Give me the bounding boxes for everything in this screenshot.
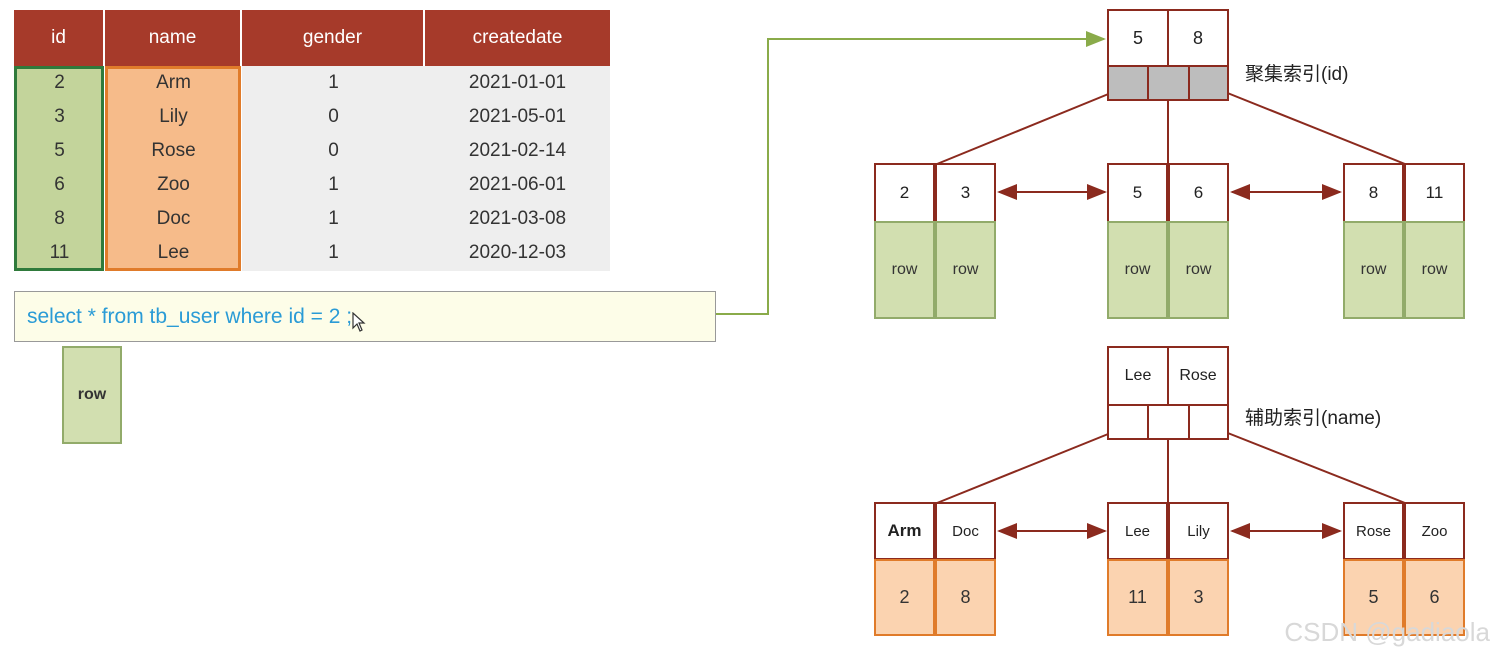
leaf-key: 3 xyxy=(935,163,996,223)
cell-createdate: 2021-01-01 xyxy=(468,72,567,93)
cell-id: 6 xyxy=(54,174,65,195)
secondary-edge-right xyxy=(1209,425,1406,504)
cell-name: Lee xyxy=(157,242,190,263)
cell-name: Rose xyxy=(151,140,196,161)
root-pointer xyxy=(1188,65,1229,101)
mouse-cursor-icon xyxy=(352,311,366,337)
cell-createdate: 2021-03-08 xyxy=(468,208,567,229)
leaf-id: 6 xyxy=(1404,559,1465,636)
leaf-key: Doc xyxy=(935,502,996,560)
query-to-index-arrow xyxy=(716,31,1106,315)
secondary-index-label: 辅助索引(name) xyxy=(1245,408,1382,429)
root-pointer xyxy=(1147,404,1190,440)
cell-gender: 1 xyxy=(328,174,339,195)
sql-query-text: select * from tb_user where id = 2 ; xyxy=(27,304,353,328)
name-column-highlight xyxy=(105,66,241,271)
leaf-row: row xyxy=(874,221,935,319)
id-column-highlight xyxy=(14,66,104,271)
leaf-key: 6 xyxy=(1168,163,1229,223)
header-gender: gender xyxy=(242,10,425,66)
cell-gender: 1 xyxy=(328,208,339,229)
table-body-bg xyxy=(242,66,610,271)
clustered-edge-left xyxy=(936,85,1129,165)
leaf-key: 8 xyxy=(1343,163,1404,223)
cell-name: Doc xyxy=(156,208,191,229)
cell-id: 8 xyxy=(54,208,65,229)
root-key: Lee xyxy=(1107,346,1169,406)
leaf-key: Lily xyxy=(1168,502,1229,560)
leaf-key: 2 xyxy=(874,163,935,223)
leaf-id: 3 xyxy=(1168,559,1229,636)
cell-createdate: 2021-05-01 xyxy=(468,106,567,127)
cell-createdate: 2021-02-14 xyxy=(468,140,567,161)
root-pointer xyxy=(1188,404,1229,440)
leaf-key: Zoo xyxy=(1404,502,1465,560)
cell-gender: 0 xyxy=(328,140,339,161)
cell-gender: 0 xyxy=(328,106,339,127)
header-id: id xyxy=(14,10,105,66)
leaf-id: 5 xyxy=(1343,559,1404,636)
leaf-row: row xyxy=(1107,221,1168,319)
cell-name: Arm xyxy=(156,72,191,93)
root-key: Rose xyxy=(1167,346,1229,406)
cell-name: Lily xyxy=(159,106,188,127)
cell-name: Zoo xyxy=(157,174,190,195)
root-pointer xyxy=(1147,65,1190,101)
cell-id: 5 xyxy=(54,140,65,161)
sql-query-box: select * from tb_user where id = 2 ; xyxy=(14,291,716,342)
cell-gender: 1 xyxy=(328,72,339,93)
leaf-key: 11 xyxy=(1404,163,1465,223)
cell-gender: 1 xyxy=(328,242,339,263)
cell-id: 2 xyxy=(54,72,65,93)
root-pointer xyxy=(1107,404,1149,440)
header-name: name xyxy=(105,10,242,66)
leaf-key: Lee xyxy=(1107,502,1168,560)
clustered-index-label: 聚集索引(id) xyxy=(1245,64,1349,85)
leaf-key: Rose xyxy=(1343,502,1404,560)
header-createdate: createdate xyxy=(425,10,610,66)
cell-id: 3 xyxy=(54,106,65,127)
secondary-edge-left xyxy=(936,425,1129,504)
leaf-row: row xyxy=(1343,221,1404,319)
leaf-row: row xyxy=(935,221,996,319)
leaf-row: row xyxy=(1404,221,1465,319)
root-key: 5 xyxy=(1107,9,1169,67)
leaf-id: 8 xyxy=(935,559,996,636)
leaf-row: row xyxy=(1168,221,1229,319)
leaf-key: Arm xyxy=(874,502,935,560)
root-key: 8 xyxy=(1167,9,1229,67)
clustered-edge-right xyxy=(1209,85,1406,165)
leaf-id: 11 xyxy=(1107,559,1168,636)
cell-createdate: 2020-12-03 xyxy=(468,242,567,263)
result-row: row xyxy=(62,346,122,444)
root-pointer xyxy=(1107,65,1149,101)
cell-id: 11 xyxy=(49,242,70,263)
watermark: CSDN @gadiaola xyxy=(1284,617,1490,647)
leaf-key: 5 xyxy=(1107,163,1168,223)
leaf-id: 2 xyxy=(874,559,935,636)
cell-createdate: 2021-06-01 xyxy=(468,174,567,195)
